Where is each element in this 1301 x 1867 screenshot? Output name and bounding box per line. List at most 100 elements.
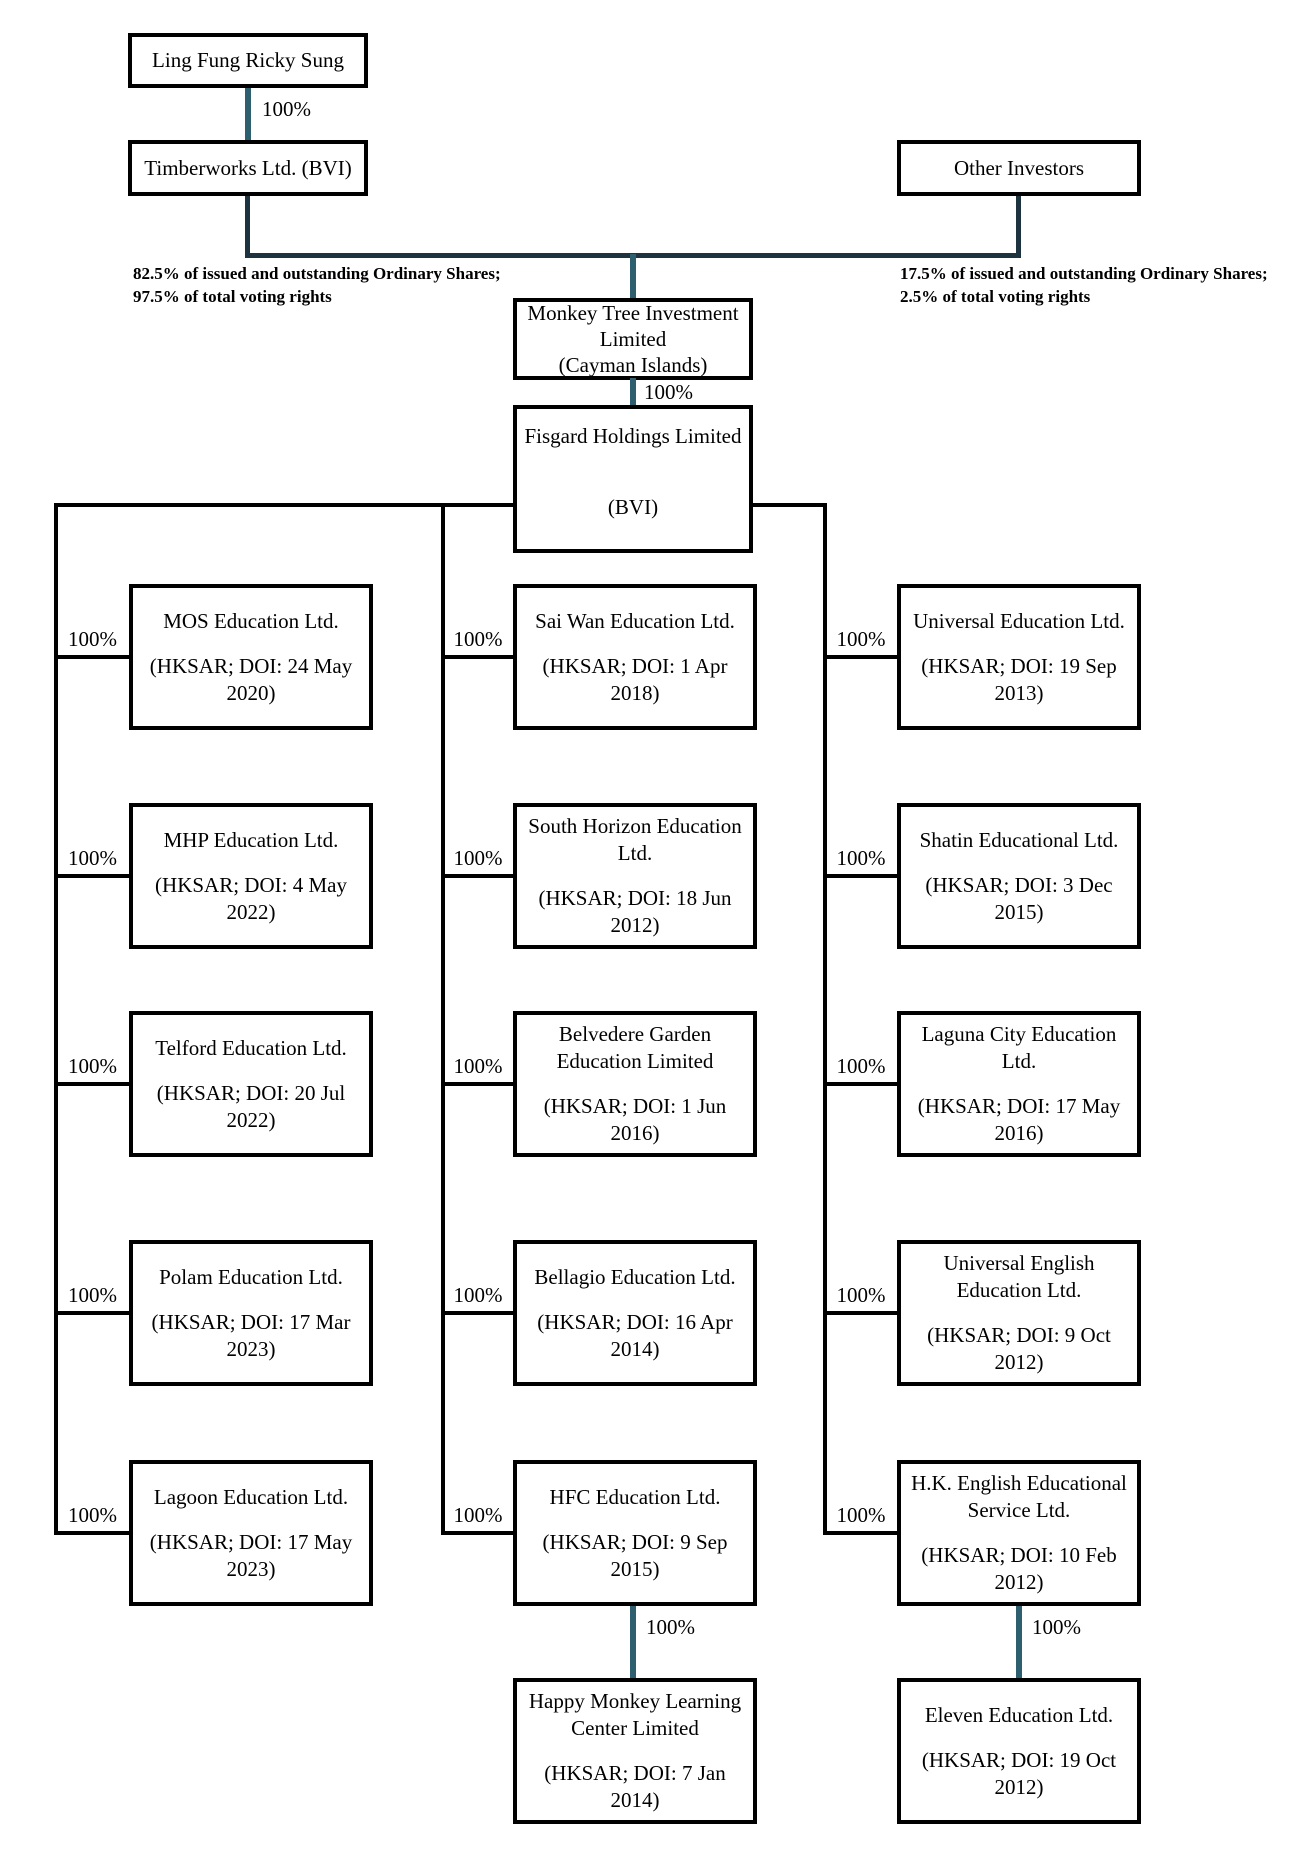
subsidiary-detail: (HKSAR; DOI: 10 Feb 2012) bbox=[921, 1543, 1117, 1594]
connector-line bbox=[441, 655, 513, 659]
box-shatin-educational: Shatin Educational Ltd. (HKSAR; DOI: 3 D… bbox=[897, 803, 1141, 949]
box-lagoon-education: Lagoon Education Ltd. (HKSAR; DOI: 17 Ma… bbox=[129, 1460, 373, 1606]
box-belvedere-garden-education: Belvedere Garden Education Limited (HKSA… bbox=[513, 1011, 757, 1157]
subsidiary-detail: (HKSAR; DOI: 20 Jul 2022) bbox=[156, 1080, 346, 1132]
box-ling-fung-ricky-sung: Ling Fung Ricky Sung bbox=[128, 33, 368, 88]
subsidiary-name: Telford Education Ltd. bbox=[155, 1035, 347, 1060]
box-other-investors: Other Investors bbox=[897, 140, 1141, 196]
connector-hke-eleven bbox=[1016, 1606, 1022, 1678]
connector-line bbox=[54, 1531, 129, 1535]
subsidiary-detail: (HKSAR; DOI: 19 Sep 2013) bbox=[921, 653, 1117, 705]
connector-join-to-monkey-tree bbox=[630, 254, 636, 300]
ownership-label: 100% bbox=[453, 1503, 503, 1527]
ownership-note-right: 17.5% of issued and outstanding Ordinary… bbox=[900, 262, 1268, 308]
box-monkey-tree-investment: Monkey Tree Investment Limited (Cayman I… bbox=[513, 298, 753, 380]
box-telford-education: Telford Education Ltd. (HKSAR; DOI: 20 J… bbox=[129, 1011, 373, 1157]
ownership-label: 100% bbox=[453, 846, 503, 870]
branch-horizontal-left bbox=[54, 503, 513, 507]
subsidiary-name: South Horizon Education Ltd. bbox=[528, 814, 742, 865]
connector-timberworks-down bbox=[245, 196, 250, 258]
entity-name: Other Investors bbox=[953, 155, 1085, 180]
subsidiary-detail: (HKSAR; DOI: 1 Apr 2018) bbox=[542, 653, 728, 705]
connector-line bbox=[823, 1311, 897, 1315]
entity-name: Ling Fung Ricky Sung bbox=[152, 48, 344, 72]
entity-name: Monkey Tree Investment Limited bbox=[527, 301, 739, 351]
ownership-note-left: 82.5% of issued and outstanding Ordinary… bbox=[133, 262, 501, 308]
subsidiary-detail: (HKSAR; DOI: 4 May 2022) bbox=[155, 872, 347, 924]
subsidiary-detail: (HKSAR; DOI: 7 Jan 2014) bbox=[544, 1761, 726, 1812]
connector-line bbox=[823, 874, 897, 878]
subsidiary-name: Lagoon Education Ltd. bbox=[153, 1484, 349, 1509]
ownership-label: 100% bbox=[68, 1054, 117, 1078]
box-universal-english-education: Universal English Education Ltd. (HKSAR;… bbox=[897, 1240, 1141, 1386]
box-mhp-education: MHP Education Ltd. (HKSAR; DOI: 4 May 20… bbox=[129, 803, 373, 949]
connector-line bbox=[823, 655, 897, 659]
subsidiary-name: HFC Education Ltd. bbox=[549, 1484, 721, 1509]
subsidiary-name: H.K. English Educational Service Ltd. bbox=[911, 1471, 1127, 1522]
ownership-label: 100% bbox=[68, 1503, 117, 1527]
ownership-label: 100% bbox=[646, 1615, 695, 1639]
ownership-label: 100% bbox=[453, 1054, 503, 1078]
subsidiary-name: Universal Education Ltd. bbox=[913, 608, 1125, 633]
connector-line bbox=[441, 1311, 513, 1315]
subsidiary-name: MOS Education Ltd. bbox=[163, 608, 339, 633]
box-universal-education: Universal Education Ltd. (HKSAR; DOI: 19… bbox=[897, 584, 1141, 730]
box-fisgard-holdings: Fisgard Holdings Limited (BVI) bbox=[513, 405, 753, 553]
entity-name: Timberworks Ltd. (BVI) bbox=[144, 155, 352, 180]
ownership-label: 100% bbox=[836, 1503, 886, 1527]
box-timberworks: Timberworks Ltd. (BVI) bbox=[128, 140, 368, 196]
subsidiary-detail: (HKSAR; DOI: 16 Apr 2014) bbox=[537, 1309, 733, 1361]
trunk-middle bbox=[441, 503, 445, 1535]
trunk-left bbox=[54, 503, 58, 1535]
connector-line bbox=[441, 1082, 513, 1086]
connector-line bbox=[54, 874, 129, 878]
ownership-label: 100% bbox=[1032, 1615, 1081, 1639]
subsidiary-name: Happy Monkey Learning Center Limited bbox=[528, 1689, 742, 1740]
subsidiary-name: Universal English Education Ltd. bbox=[943, 1251, 1095, 1302]
ownership-label: 100% bbox=[836, 1054, 886, 1078]
connector-monkey-tree-fisgard bbox=[630, 378, 636, 407]
ownership-label: 100% bbox=[68, 627, 117, 651]
subsidiary-detail: (HKSAR; DOI: 17 Mar 2023) bbox=[151, 1309, 351, 1361]
connector-line bbox=[54, 1082, 129, 1086]
subsidiary-name: Sai Wan Education Ltd. bbox=[535, 608, 735, 633]
ownership-label: 100% bbox=[453, 627, 503, 651]
subsidiary-detail: (HKSAR; DOI: 18 Jun 2012) bbox=[538, 886, 732, 937]
subsidiary-detail: (HKSAR; DOI: 24 May 2020) bbox=[149, 653, 353, 705]
box-bellagio-education: Bellagio Education Ltd. (HKSAR; DOI: 16 … bbox=[513, 1240, 757, 1386]
entity-jurisdiction: (Cayman Islands) bbox=[558, 353, 708, 377]
subsidiary-detail: (HKSAR; DOI: 9 Oct 2012) bbox=[927, 1323, 1111, 1374]
trunk-right bbox=[823, 503, 827, 1535]
subsidiary-name: Bellagio Education Ltd. bbox=[534, 1264, 736, 1289]
ownership-label: 100% bbox=[68, 1283, 117, 1307]
box-mos-education: MOS Education Ltd. (HKSAR; DOI: 24 May 2… bbox=[129, 584, 373, 730]
box-south-horizon-education: South Horizon Education Ltd. (HKSAR; DOI… bbox=[513, 803, 757, 949]
subsidiary-detail: (HKSAR; DOI: 17 May 2023) bbox=[149, 1529, 353, 1581]
subsidiary-detail: (HKSAR; DOI: 3 Dec 2015) bbox=[925, 872, 1113, 924]
subsidiary-name: Belvedere Garden Education Limited bbox=[556, 1022, 714, 1073]
ownership-label: 100% bbox=[836, 1283, 886, 1307]
branch-horizontal-right bbox=[753, 503, 827, 507]
connector-line bbox=[441, 874, 513, 878]
note-line: 2.5% of total voting rights bbox=[900, 287, 1091, 306]
connector-shareholder-timberworks bbox=[245, 88, 251, 140]
note-line: 82.5% of issued and outstanding Ordinary… bbox=[133, 264, 501, 283]
box-eleven-education: Eleven Education Ltd. (HKSAR; DOI: 19 Oc… bbox=[897, 1678, 1141, 1824]
connector-line bbox=[823, 1082, 897, 1086]
connector-line bbox=[441, 1531, 513, 1535]
subsidiary-name: Shatin Educational Ltd. bbox=[919, 827, 1119, 852]
note-line: 17.5% of issued and outstanding Ordinary… bbox=[900, 264, 1268, 283]
subsidiary-detail: (HKSAR; DOI: 17 May 2016) bbox=[917, 1094, 1121, 1145]
box-hfc-education: HFC Education Ltd. (HKSAR; DOI: 9 Sep 20… bbox=[513, 1460, 757, 1606]
ownership-label: 100% bbox=[836, 846, 886, 870]
ownership-label: 100% bbox=[68, 846, 117, 870]
ownership-label: 100% bbox=[644, 380, 693, 404]
subsidiary-detail: (HKSAR; DOI: 19 Oct 2012) bbox=[921, 1747, 1117, 1799]
ownership-label: 100% bbox=[836, 627, 886, 651]
subsidiary-name: Eleven Education Ltd. bbox=[924, 1702, 1114, 1727]
subsidiary-name: Laguna City Education Ltd. bbox=[921, 1022, 1117, 1073]
box-hk-english-educational-service: H.K. English Educational Service Ltd. (H… bbox=[897, 1460, 1141, 1606]
connector-line bbox=[54, 1311, 129, 1315]
ownership-label: 100% bbox=[453, 1283, 503, 1307]
